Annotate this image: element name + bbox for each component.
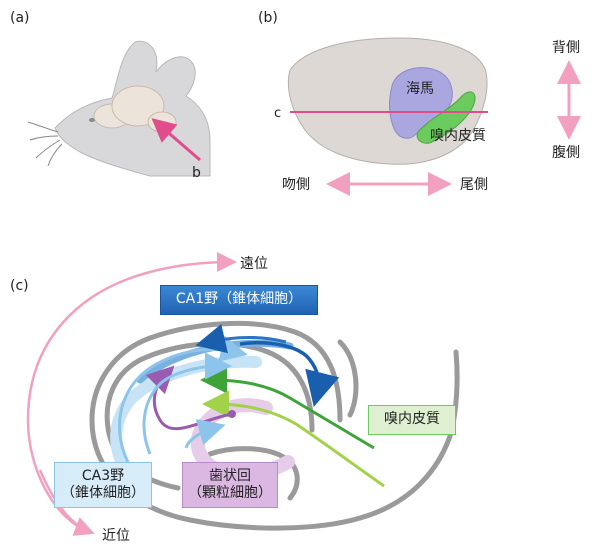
section-line-label: c	[274, 106, 281, 121]
dentate-gyrus-label-line1: 歯状回	[209, 468, 251, 486]
panel-c-label: (c)	[10, 278, 29, 294]
caudal-label: 尾側	[460, 177, 488, 193]
ca1-label: CA1野（錐体細胞）	[176, 291, 302, 309]
dorsal-label: 背側	[552, 40, 580, 56]
panel-a-arrow-label: b	[192, 165, 201, 181]
ventral-label: 腹側	[552, 144, 580, 161]
panel-b-label: (b)	[258, 10, 278, 26]
entorhinal-label: 嗅内皮質	[430, 128, 486, 144]
dentate-gyrus-label-box: 歯状回 （顆粒細胞）	[182, 462, 278, 508]
entorhinal-c-label: 嗅内皮質	[384, 411, 440, 429]
distal-label: 遠位	[240, 256, 268, 272]
panel-a: (a) b	[10, 10, 210, 181]
proximal-label: 近位	[102, 528, 130, 544]
ca1-label-box: CA1野（錐体細胞）	[160, 285, 318, 315]
panel-b: (b) c 海馬 嗅内皮質 背側 腹側 吻側 尾側	[258, 10, 580, 193]
rostral-label: 吻側	[282, 177, 310, 193]
ca3-label-line1: CA3野	[82, 468, 124, 486]
dentate-gyrus-label-line2: （顆粒細胞）	[188, 485, 272, 503]
entorhinal-label-box: 嗅内皮質	[368, 405, 456, 435]
ca3-label-line2: （錐体細胞）	[61, 485, 145, 503]
ca3-label-box: CA3野 （錐体細胞）	[54, 462, 152, 508]
panel-a-label: (a)	[10, 10, 30, 26]
hippocampus-label: 海馬	[406, 81, 434, 97]
